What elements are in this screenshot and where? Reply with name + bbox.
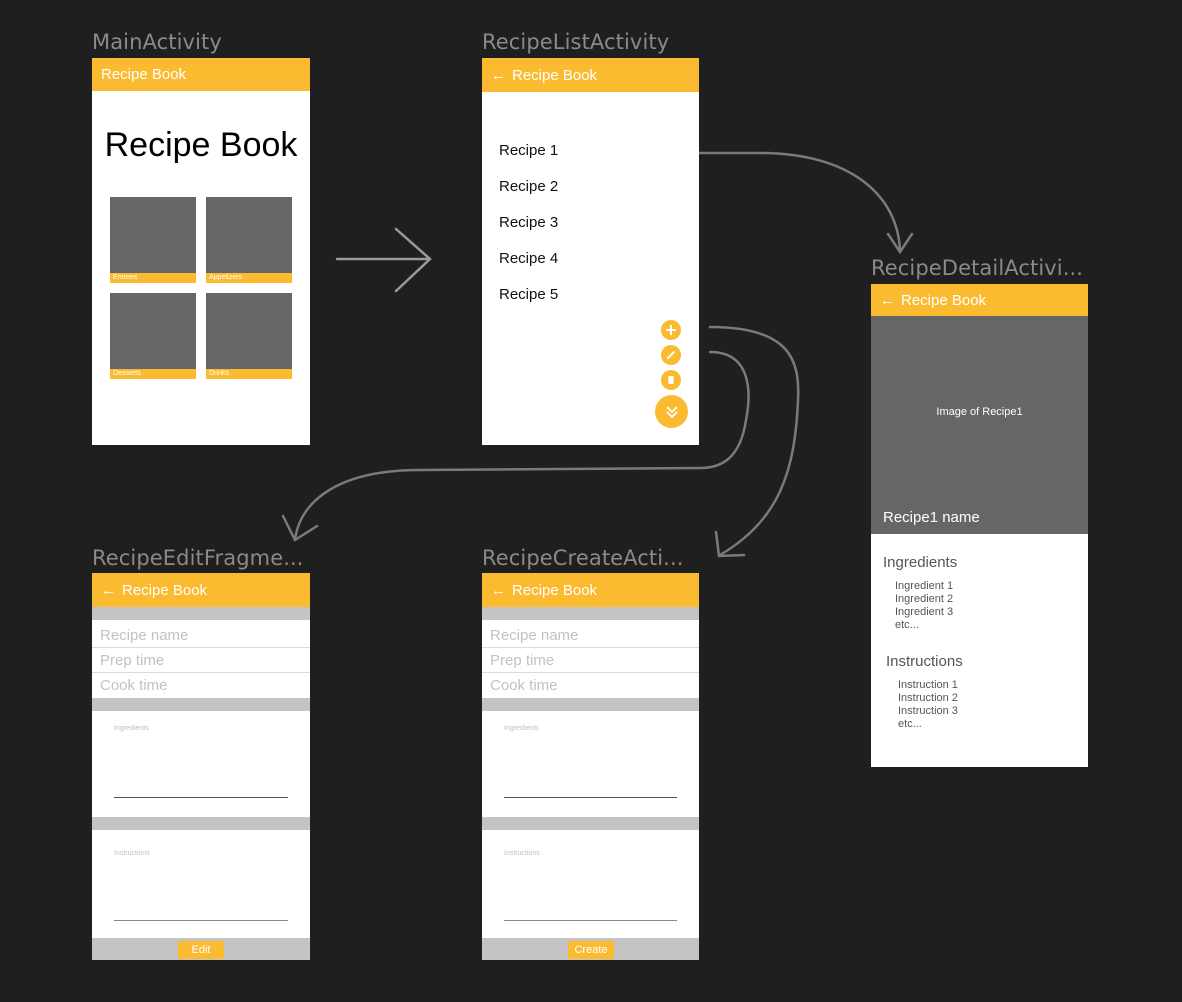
edit-recipe-button[interactable] [661, 345, 681, 365]
frame-label-detail: RecipeDetailActivi... [871, 256, 1084, 280]
section-divider [92, 607, 310, 620]
prep-time-input[interactable]: Prep time [92, 649, 310, 673]
chevrons-down-icon [665, 405, 678, 418]
ingredients-input-label: Ingredients [114, 725, 149, 732]
category-caption: Appetizers [206, 273, 292, 283]
category-caption: Entrees [110, 273, 196, 283]
recipe-edit-screen: ← Recipe Book Recipe name Prep time Cook… [92, 573, 310, 960]
frame-label-main: MainActivity [92, 30, 222, 54]
category-caption: Desserts [110, 369, 196, 379]
category-tile-entrees[interactable]: Entrees [110, 197, 196, 283]
category-tile-desserts[interactable]: Desserts [110, 293, 196, 379]
prep-time-input[interactable]: Prep time [482, 649, 699, 673]
back-arrow-icon[interactable]: ← [491, 66, 506, 84]
create-button[interactable]: Create [568, 941, 614, 959]
app-bar: Recipe Book [92, 58, 310, 91]
recipe-list-screen: ← Recipe Book Recipe 1 Recipe 2 Recipe 3… [482, 58, 699, 445]
recipe-image: Image of Recipe1 Recipe1 name [871, 316, 1088, 534]
instruction-item: Instruction 1 [898, 679, 958, 691]
instructions-input-label: Instructions [114, 850, 150, 857]
app-bar-title: Recipe Book [901, 291, 987, 309]
recipe-list-item-4[interactable]: Recipe 4 [499, 250, 559, 267]
app-bar: ← Recipe Book [482, 58, 699, 92]
collapse-actions-button[interactable] [655, 395, 688, 428]
back-arrow-icon[interactable]: ← [101, 581, 116, 599]
recipe-detail-screen: ← Recipe Book Image of Recipe1 Recipe1 n… [871, 284, 1088, 767]
arrow-edit-to-editfragment [281, 350, 750, 542]
back-arrow-icon[interactable]: ← [880, 291, 895, 309]
instruction-item: Instruction 2 [898, 692, 958, 704]
app-bar: ← Recipe Book [482, 573, 699, 607]
category-tile-appetizers[interactable]: Appetizers [206, 197, 292, 283]
cook-time-input[interactable]: Cook time [490, 677, 558, 694]
main-heading: Recipe Book [104, 126, 298, 164]
cook-time-input[interactable]: Cook time [100, 677, 168, 694]
recipe-list-item-3[interactable]: Recipe 3 [499, 214, 559, 231]
recipe-list-item-1[interactable]: Recipe 1 [499, 142, 559, 159]
instruction-item: etc... [898, 718, 922, 730]
ingredients-input[interactable] [114, 797, 288, 798]
frame-label-create: RecipeCreateActi... [482, 546, 684, 570]
app-bar: ← Recipe Book [92, 573, 310, 607]
arrow-main-to-list [335, 227, 432, 293]
section-divider [92, 817, 310, 830]
ingredient-item: Ingredient 1 [895, 580, 954, 592]
app-bar-title: Recipe Book [101, 66, 187, 83]
recipe-create-screen: ← Recipe Book Recipe name Prep time Cook… [482, 573, 699, 960]
recipe-name-input[interactable]: Recipe name [92, 624, 310, 648]
pencil-icon [667, 351, 675, 359]
section-divider [482, 698, 699, 711]
category-tile-drinks[interactable]: Drinks [206, 293, 292, 379]
section-divider [92, 698, 310, 711]
app-bar-title: Recipe Book [512, 66, 598, 84]
instruction-item: Instruction 3 [898, 705, 958, 717]
recipe-list-item-5[interactable]: Recipe 5 [499, 286, 559, 303]
recipe-name-input[interactable]: Recipe name [482, 624, 699, 648]
instructions-input[interactable] [504, 920, 677, 921]
ingredient-item: Ingredient 3 [895, 606, 954, 618]
instructions-input-label: Instructions [504, 850, 540, 857]
arrow-add-to-create [708, 325, 800, 558]
instructions-input[interactable] [114, 920, 288, 921]
app-bar-title: Recipe Book [512, 581, 598, 599]
frame-label-edit: RecipeEditFragme... [92, 546, 304, 570]
bottom-bar: Create [482, 938, 699, 960]
image-placeholder-text: Image of Recipe1 [936, 406, 1023, 418]
edit-button[interactable]: Edit [178, 941, 224, 959]
plus-icon [666, 325, 676, 335]
category-caption: Drinks [206, 369, 292, 379]
ingredient-item: Ingredient 2 [895, 593, 954, 605]
ingredients-input[interactable] [504, 797, 677, 798]
app-bar: ← Recipe Book [871, 284, 1088, 316]
section-divider [482, 607, 699, 620]
instructions-heading: Instructions [886, 653, 963, 670]
frame-label-list: RecipeListActivity [482, 30, 670, 54]
recipe-list-item-2[interactable]: Recipe 2 [499, 178, 559, 195]
app-bar-title: Recipe Book [122, 581, 208, 599]
trash-icon [668, 376, 674, 384]
recipe-name: Recipe1 name [883, 509, 980, 526]
ingredients-input-label: Ingredients [504, 725, 539, 732]
bottom-bar: Edit [92, 938, 310, 960]
ingredients-heading: Ingredients [883, 554, 958, 571]
back-arrow-icon[interactable]: ← [491, 581, 506, 599]
ingredient-item: etc... [895, 619, 919, 631]
main-activity-screen: Recipe Book Recipe Book Entrees Appetize… [92, 58, 310, 445]
delete-recipe-button[interactable] [661, 370, 681, 390]
arrow-recipe1-to-detail [569, 151, 914, 255]
add-recipe-button[interactable] [661, 320, 681, 340]
section-divider [482, 817, 699, 830]
